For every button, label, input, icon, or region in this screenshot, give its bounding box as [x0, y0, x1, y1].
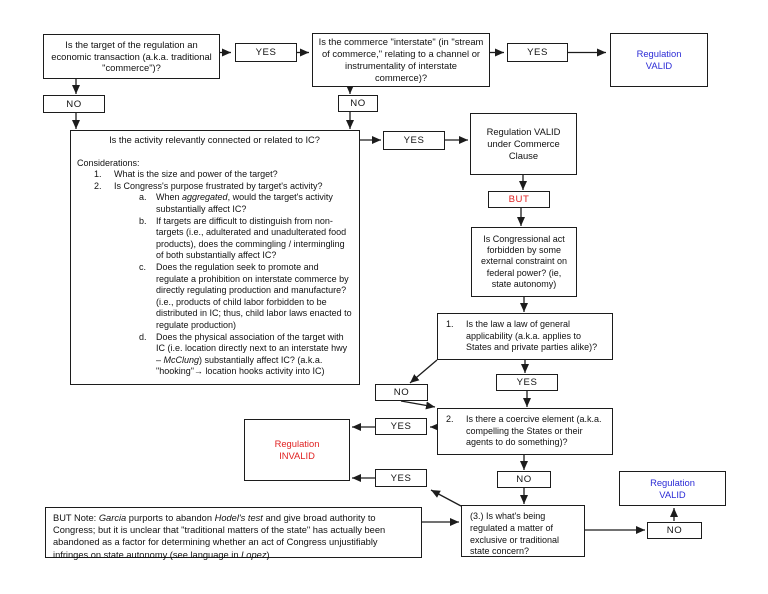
label-no-interstate: NO	[338, 95, 378, 112]
label-yes-state-concern: YES	[375, 469, 427, 487]
label-no-coercive: NO	[497, 471, 551, 488]
node-activity-connected: Is the activity relevantly connected or …	[70, 130, 360, 385]
node-q-economic-text: Is the target of the regulation an econo…	[51, 38, 212, 74]
label-yes-interstate: YES	[507, 43, 568, 62]
label-no-general-applicability: NO	[375, 384, 428, 401]
node-regulation-valid-top: Regulation VALID	[610, 33, 708, 87]
label-but: BUT	[488, 191, 550, 208]
consideration-item-2d: d.Does the physical association of the t…	[139, 331, 348, 377]
node-regulation-valid-cc: Regulation VALID under Commerce Clause	[470, 113, 577, 175]
label-no-economic: NO	[43, 95, 105, 113]
node-q-general-applicability: 1.Is the law a law of general applicabil…	[437, 313, 613, 360]
note-garcia: BUT Note: Garcia purports to abandon Hod…	[45, 507, 422, 560]
node-regulation-valid-bottom: Regulation VALID	[619, 471, 726, 506]
label-yes-activity: YES	[383, 131, 445, 150]
consideration-item-2: 2.Is Congress's purpose frustrated by ta…	[94, 180, 323, 191]
node-q-constraint-text: Is Congressional act forbidden by some e…	[480, 233, 568, 289]
consideration-item-2c: c.Does the regulation seek to promote an…	[139, 261, 352, 330]
consideration-item-2b: b.If targets are difficult to distinguis…	[139, 215, 347, 261]
considerations-heading: Considerations:	[77, 157, 140, 168]
node-q-interstate: Is the commerce "interstate" (in "stream…	[312, 33, 490, 87]
label-yes-economic: YES	[235, 43, 297, 62]
node-q-coercive: 2.Is there a coercive element (a.k.a. co…	[437, 408, 613, 455]
node-q-state-concern: (3.) Is what's being regulated a matter …	[461, 505, 585, 557]
consideration-item-1: 1.What is the size and power of the targ…	[94, 169, 278, 180]
label-yes-coercive: YES	[375, 418, 427, 435]
node-q-economic: Is the target of the regulation an econo…	[43, 34, 220, 79]
label-no-state-concern: NO	[647, 522, 702, 539]
label-yes-general-applicability: YES	[496, 374, 558, 391]
node-regulation-invalid: Regulation INVALID	[244, 419, 350, 481]
node-q-interstate-text: Is the commerce "interstate" (in "stream…	[318, 36, 484, 83]
activity-question: Is the activity relevantly connected or …	[109, 135, 320, 145]
node-q-constraint: Is Congressional act forbidden by some e…	[471, 227, 577, 297]
consideration-item-2a: a.When aggregated, would the target's ac…	[139, 192, 333, 214]
